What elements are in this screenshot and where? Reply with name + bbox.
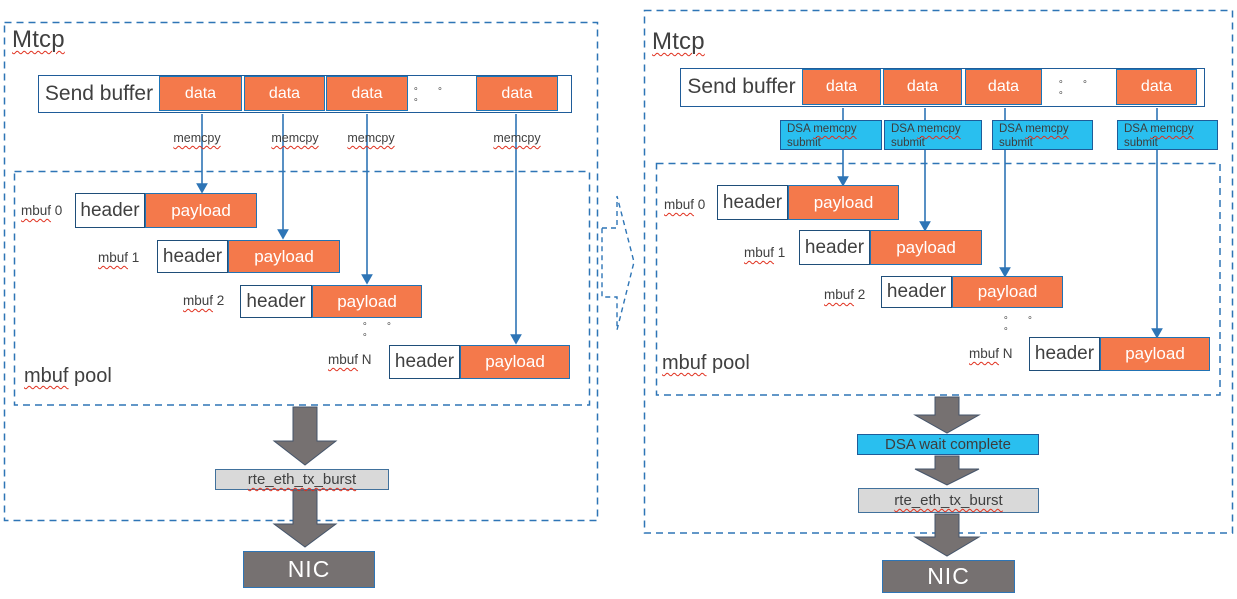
left-panel-title: Mtcp <box>12 26 65 53</box>
right-tx-burst-box: rte_eth_tx_burst <box>858 488 1039 513</box>
dsa-submit-box-2: DSA memcpy submit <box>884 120 982 150</box>
dsa-submit-box-4: DSA memcpy submit <box>1117 120 1218 150</box>
left-mbuf0-label: mbuf 0 <box>21 203 63 218</box>
right-panel-title: Mtcp <box>652 28 705 55</box>
left-arrow-pool-to-txburst <box>272 406 338 466</box>
right-send-buffer: Send buffer data data data ∘ ∘ ∘ data <box>680 68 1205 107</box>
left-mbuf1-label: mbuf 1 <box>98 250 140 265</box>
right-data-block-1: data <box>802 69 881 105</box>
left-data-block-3: data <box>326 76 408 111</box>
right-data-block-2: data <box>883 69 962 105</box>
left-nic-box: NIC <box>243 551 375 588</box>
left-memcpy-label-1: memcpy <box>173 131 221 145</box>
right-mbuf-ellipsis: ∘ ∘ ∘ <box>1003 312 1041 333</box>
left-mbuf0-payload: payload <box>145 193 257 228</box>
right-mbuf0-label: mbuf 0 <box>664 197 706 212</box>
right-data-block-4: data <box>1116 69 1197 105</box>
left-mbuf2-header: header <box>240 285 312 318</box>
right-mbufN-payload: payload <box>1100 337 1210 371</box>
left-data-block-2: data <box>244 76 325 111</box>
right-send-buffer-ellipsis: ∘ ∘ ∘ <box>1058 76 1096 97</box>
right-mbuf1-label: mbuf 1 <box>744 245 786 260</box>
left-memcpy-label-3: memcpy <box>347 131 395 145</box>
right-mbuf2-payload: payload <box>952 276 1063 308</box>
right-nic-box: NIC <box>882 560 1015 593</box>
right-mbuf2-label: mbuf 2 <box>824 287 866 302</box>
left-mbuf1-header: header <box>157 240 228 273</box>
right-send-buffer-label: Send buffer <box>687 75 796 98</box>
left-mbuf2-label: mbuf 2 <box>183 293 225 308</box>
left-memcpy-label-2: memcpy <box>271 131 319 145</box>
left-mbuf0-header: header <box>75 193 145 228</box>
right-arrow-dsawait-to-txburst <box>914 455 980 486</box>
right-mbuf0-header: header <box>717 185 788 220</box>
dsa-wait-complete-box: DSA wait complete <box>857 434 1039 455</box>
right-data-block-3: data <box>965 69 1042 105</box>
left-mbuf2-payload: payload <box>312 285 422 318</box>
right-mbuf1-payload: payload <box>870 230 982 265</box>
right-arrow-pool-to-dsawait <box>913 396 981 434</box>
left-arrow-txburst-to-nic <box>272 489 338 548</box>
left-mbuf-ellipsis: ∘ ∘ ∘ <box>362 318 400 339</box>
left-memcpy-label-4: memcpy <box>493 131 541 145</box>
transform-chevron-arrow <box>601 195 635 331</box>
right-mbufN-header: header <box>1029 337 1100 371</box>
dsa-submit-box-3: DSA memcpy submit <box>992 120 1093 150</box>
left-send-buffer: Send buffer data data data ∘ ∘ ∘ data <box>38 75 572 113</box>
left-send-buffer-ellipsis: ∘ ∘ ∘ <box>413 82 451 104</box>
left-tx-burst-box: rte_eth_tx_burst <box>215 469 389 490</box>
left-data-block-4: data <box>476 76 558 111</box>
right-mbuf1-header: header <box>799 230 870 265</box>
left-mbufN-label: mbuf N <box>328 352 372 367</box>
left-mbuf-pool-label: mbuf pool <box>24 365 112 387</box>
left-mbufN-payload: payload <box>460 345 570 379</box>
right-mbuf2-header: header <box>881 276 952 308</box>
right-mbuf-pool-label: mbuf pool <box>662 352 750 374</box>
left-mbuf1-payload: payload <box>228 240 340 273</box>
left-data-block-1: data <box>159 76 242 111</box>
dsa-submit-box-1: DSA memcpy submit <box>780 120 882 150</box>
left-mbufN-header: header <box>389 345 460 379</box>
right-arrow-txburst-to-nic <box>913 513 981 557</box>
left-send-buffer-label: Send buffer <box>44 81 154 105</box>
right-mbuf0-payload: payload <box>788 185 899 220</box>
right-mbufN-label: mbuf N <box>969 346 1013 361</box>
